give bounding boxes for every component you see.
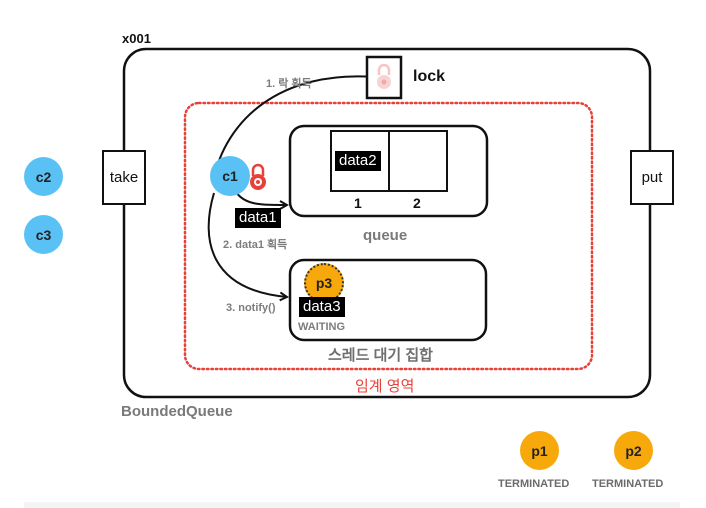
lock-label: lock (413, 68, 446, 85)
data3-chip: data3 (299, 297, 345, 317)
wait-set-label: 스레드 대기 집합 (328, 347, 433, 364)
arrow-notify (207, 192, 287, 297)
wait-set-container (288, 258, 488, 342)
step-1-label: 1. 락 획득 (266, 78, 312, 90)
queue-slot-1-value: data2 (335, 151, 381, 171)
queue-container (288, 124, 489, 218)
step-2-label: 2. data1 획득 (223, 239, 288, 251)
p1-state-label: TERMINATED (498, 478, 570, 490)
queue-slot-2-box (388, 130, 448, 192)
bounded-queue-box (122, 47, 652, 399)
thread-p1[interactable]: p1 (520, 431, 559, 470)
thread-c1[interactable]: c1 (210, 156, 250, 196)
held-padlock-icon (250, 163, 266, 190)
bottom-bar (24, 502, 680, 508)
step-3-label: 3. notify() (226, 302, 276, 314)
object-id-label: x001 (122, 31, 151, 46)
class-name-label: BoundedQueue (121, 403, 233, 420)
arrow-get-data (235, 191, 287, 205)
queue-slot-2-index: 2 (413, 195, 421, 211)
thread-c2[interactable]: c2 (24, 157, 63, 196)
thread-p2[interactable]: p2 (614, 431, 653, 470)
p3-state-label: WAITING (298, 321, 346, 333)
p2-state-label: TERMINATED (592, 478, 664, 490)
queue-label: queue (363, 227, 408, 244)
queue-slot-1-index: 1 (354, 195, 362, 211)
lock-box-padlock-icon (365, 55, 403, 100)
take-method-box[interactable]: take (102, 150, 146, 205)
thread-c3[interactable]: c3 (24, 215, 63, 254)
critical-section-box (183, 101, 594, 371)
critical-section-label: 임계 영역 (355, 378, 415, 395)
data1-chip: data1 (235, 208, 281, 228)
put-method-box[interactable]: put (630, 150, 674, 205)
